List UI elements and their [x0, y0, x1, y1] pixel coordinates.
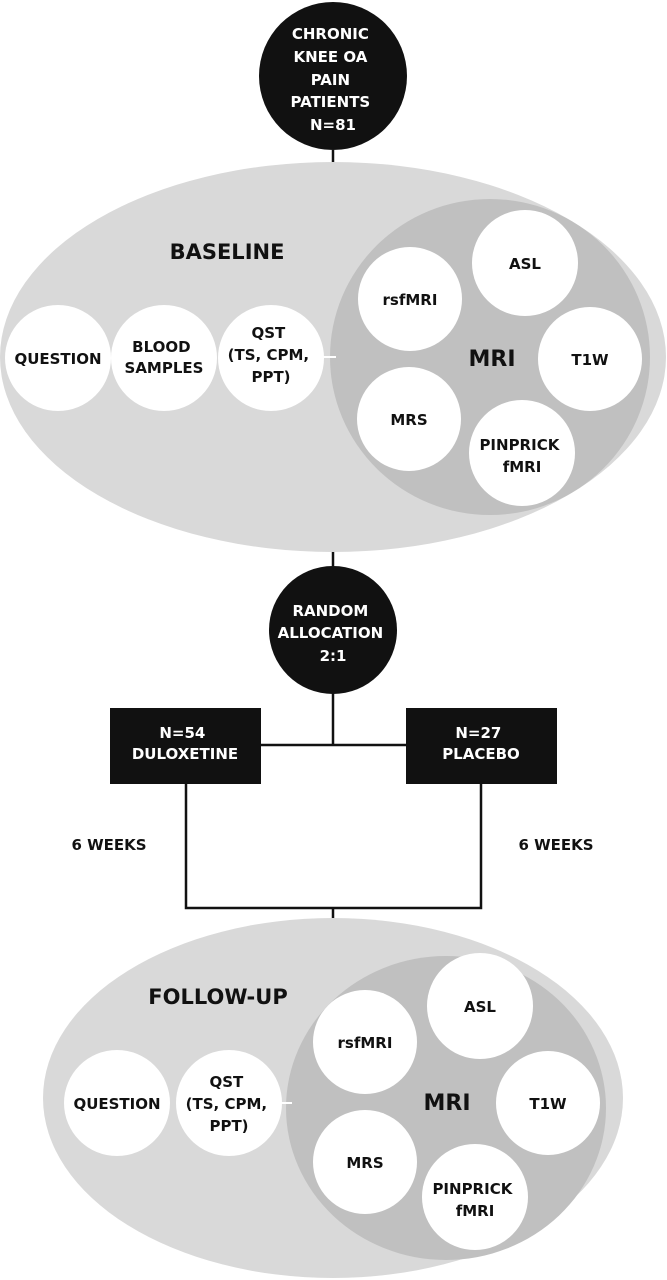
svg-text:rsfMRI: rsfMRI	[338, 1034, 393, 1052]
svg-text:PINPRICK fMRI: PINPRICK fMRI	[432, 1180, 517, 1220]
baseline-qst-node: QST (TS, CPM, PPT)	[218, 305, 324, 411]
svg-text:CHRONIC KNEE OA PA: CHRONIC KNEE OA PAIN PATIENTS N=81	[291, 25, 376, 134]
baseline-blood-node: BLOOD SAMPLES	[111, 305, 217, 411]
svg-text:RANDOM ALLOCATION: RANDOM ALLOCATION 2:1	[278, 602, 389, 665]
duloxetine-arm-box: N=54 DULOXETINE	[110, 708, 261, 784]
followup-group: FOLLOW-UP QUESTION QST (TS, CPM, PPT) MR…	[43, 918, 623, 1278]
svg-text:ASL: ASL	[509, 255, 541, 273]
svg-text:ASL: ASL	[464, 998, 496, 1016]
start-node: CHRONIC KNEE OA PAIN PATIENTS N=81	[259, 2, 407, 150]
duration-right-label: 6 WEEKS	[518, 836, 593, 854]
baseline-rsfmri-node: rsfMRI	[358, 247, 462, 351]
svg-text:QUESTION: QUESTION	[73, 1095, 160, 1113]
start-line-4: PATIENTS	[291, 93, 371, 111]
svg-text:N=27 PLACEBO: N=27 PLACEBO	[442, 724, 520, 763]
connector-lines	[184, 150, 483, 926]
followup-asl-node: ASL	[427, 953, 533, 1059]
followup-title: FOLLOW-UP	[148, 985, 287, 1009]
svg-text:T1W: T1W	[529, 1095, 567, 1113]
svg-text:rsfMRI: rsfMRI	[383, 291, 438, 309]
followup-qst-node: QST (TS, CPM, PPT)	[176, 1050, 282, 1156]
baseline-t1w-node: T1W	[538, 307, 642, 411]
baseline-question-node: QUESTION	[5, 305, 111, 411]
followup-mrs-node: MRS	[313, 1110, 417, 1214]
svg-text:BLOOD SAMPLES: BLOOD SAMPLES	[125, 338, 204, 377]
random-allocation-node: RANDOM ALLOCATION 2:1	[269, 566, 397, 694]
baseline-asl-node: ASL	[472, 210, 578, 316]
baseline-pinprick-node: PINPRICK fMRI	[469, 400, 575, 506]
svg-text:MRS: MRS	[390, 411, 427, 429]
followup-question-node: QUESTION	[64, 1050, 170, 1156]
start-line-3: PAIN	[311, 71, 350, 89]
svg-text:QUESTION: QUESTION	[14, 350, 101, 368]
start-line-5: N=81	[310, 116, 356, 134]
placebo-arm-box: N=27 PLACEBO	[406, 708, 557, 784]
followup-mri-label: MRI	[423, 1091, 470, 1116]
svg-text:QST (TS, CPM,: QST (TS, CPM, PPT)	[186, 1073, 273, 1135]
baseline-group: BASELINE QUESTION BLOOD SAMPLES QST (TS,…	[0, 162, 666, 552]
duration-left-label: 6 WEEKS	[71, 836, 146, 854]
svg-text:N=54 DULOXETINE: N=54 DULOXETINE	[132, 724, 238, 763]
baseline-title: BASELINE	[170, 240, 285, 264]
followup-rsfmri-node: rsfMRI	[313, 990, 417, 1094]
start-line-2: KNEE OA	[293, 48, 367, 66]
svg-text:QST (TS, CPM,: QST (TS, CPM, PPT)	[228, 324, 315, 386]
svg-text:MRS: MRS	[346, 1154, 383, 1172]
svg-text:T1W: T1W	[571, 351, 609, 369]
svg-text:PINPRICK fMRI: PINPRICK fMRI	[479, 436, 564, 476]
followup-t1w-node: T1W	[496, 1051, 600, 1155]
baseline-mri-label: MRI	[468, 347, 515, 372]
start-line-1: CHRONIC	[292, 25, 369, 43]
followup-pinprick-node: PINPRICK fMRI	[422, 1144, 528, 1250]
baseline-mrs-node: MRS	[357, 367, 461, 471]
